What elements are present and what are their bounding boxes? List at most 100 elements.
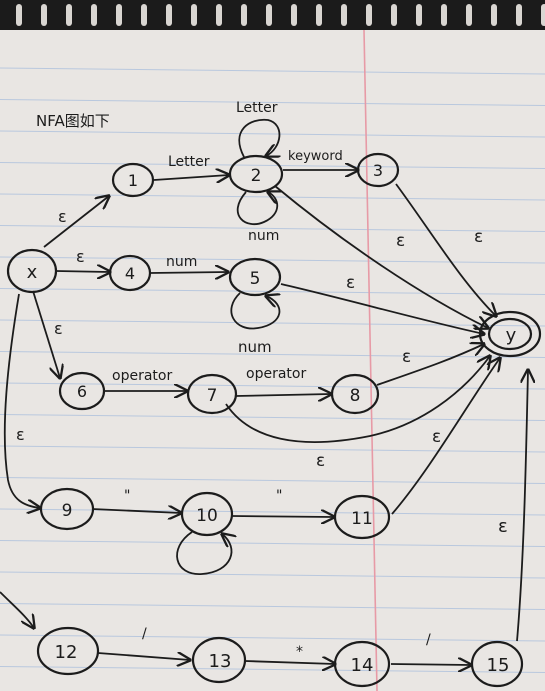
edge-2-2-top	[238, 118, 279, 157]
edge-x-12	[0, 591, 34, 628]
spiral-hole	[391, 4, 397, 26]
spiral-hole	[541, 4, 545, 26]
spiral-hole	[166, 4, 172, 26]
svg-text:y: y	[506, 325, 517, 346]
label-14-15: /	[426, 632, 431, 648]
edge-10-10	[176, 531, 231, 575]
spiral-hole	[491, 4, 497, 26]
spiral-hole	[66, 4, 72, 26]
label-x-6: ε	[54, 319, 63, 338]
svg-text:9: 9	[62, 501, 73, 521]
label-6-7: operator	[112, 368, 172, 384]
edge-5-5	[230, 292, 279, 330]
edge-11-y	[391, 358, 500, 515]
label-7-y: ε	[316, 451, 325, 471]
edge-labels: ε Letter Letter num keyword ε ε ε num nu…	[16, 100, 508, 660]
spiral-hole	[191, 4, 197, 26]
node-13: 13	[191, 636, 247, 684]
ruled-line	[0, 256, 545, 264]
edge-x-1	[43, 196, 109, 248]
svg-text:15: 15	[487, 655, 510, 676]
ruled-line	[0, 288, 545, 295]
ruled-line	[0, 666, 545, 673]
nodes: x 1 2 3 4 5 6 7	[6, 152, 542, 688]
ruled-line	[0, 130, 545, 138]
node-10: 10	[180, 491, 234, 537]
spiral-hole	[291, 4, 297, 26]
ruled-line	[0, 414, 545, 421]
edge-14-15	[390, 664, 471, 665]
label-1-2: Letter	[168, 154, 210, 170]
node-9: 9	[39, 487, 95, 531]
ruled-line	[0, 540, 545, 547]
label-10-11: "	[276, 488, 282, 504]
node-7: 7	[186, 373, 238, 415]
ruled-line	[0, 477, 545, 484]
spiral-hole	[416, 4, 422, 26]
svg-text:12: 12	[55, 642, 78, 663]
label-9-10: "	[124, 488, 130, 504]
edge-3-y	[395, 183, 496, 316]
ruled-line	[0, 382, 545, 390]
edge-7-8	[235, 394, 331, 396]
ruled-lines	[0, 67, 545, 673]
svg-text:7: 7	[207, 386, 218, 406]
edge-x-4	[55, 271, 110, 272]
spiral-holes	[16, 4, 545, 26]
edge-x-6	[32, 290, 60, 378]
ruled-line	[0, 508, 545, 516]
svg-text:4: 4	[125, 264, 135, 283]
spiral-hole	[116, 4, 122, 26]
label-x-1: ε	[58, 207, 67, 226]
label-8-y: ε	[402, 347, 411, 367]
ruled-line	[0, 225, 545, 232]
ruled-line	[0, 571, 545, 579]
spiral-hole	[316, 4, 322, 26]
svg-text:1: 1	[128, 171, 138, 190]
label-5-5: num	[238, 338, 272, 356]
ruled-line	[0, 445, 545, 453]
ruled-line	[0, 67, 545, 75]
edge-9-10	[91, 509, 181, 513]
margin-line	[363, 29, 378, 691]
spiral-hole	[41, 4, 47, 26]
label-5-y: ε	[346, 273, 355, 293]
svg-text:2: 2	[251, 166, 262, 186]
spiral-hole	[341, 4, 347, 26]
label-7-8: operator	[246, 366, 306, 382]
svg-text:10: 10	[196, 506, 218, 526]
spiral-hole	[441, 4, 447, 26]
node-11: 11	[333, 494, 391, 540]
node-y-accepting: y	[478, 310, 542, 358]
node-2: 2	[228, 154, 284, 194]
label-15-y: ε	[498, 516, 508, 537]
edge-12-13	[97, 653, 190, 660]
edge-2-y	[274, 185, 488, 328]
label-x-9: ε	[16, 425, 25, 444]
ruled-line	[0, 634, 545, 642]
edge-15-y	[516, 370, 528, 642]
label-13-14: *	[296, 644, 303, 660]
edge-8-y	[376, 344, 484, 386]
edge-7-y	[225, 356, 490, 443]
svg-text:8: 8	[350, 386, 361, 406]
label-2-2-top: Letter	[236, 100, 278, 116]
svg-text:3: 3	[373, 161, 383, 180]
label-4-5: num	[166, 254, 197, 270]
ruled-line	[0, 162, 545, 169]
node-5: 5	[228, 257, 282, 297]
spiral-hole	[266, 4, 272, 26]
edge-2-2-bottom	[236, 192, 278, 225]
svg-text:5: 5	[250, 269, 261, 289]
notebook-spiral-binding	[0, 0, 545, 30]
spiral-hole	[466, 4, 472, 26]
edge-x-9	[3, 293, 40, 508]
node-14: 14	[333, 640, 391, 688]
label-11-y: ε	[432, 427, 441, 447]
spiral-hole	[141, 4, 147, 26]
edge-1-2	[153, 175, 229, 180]
edge-13-14	[244, 661, 335, 664]
node-8: 8	[330, 373, 380, 415]
